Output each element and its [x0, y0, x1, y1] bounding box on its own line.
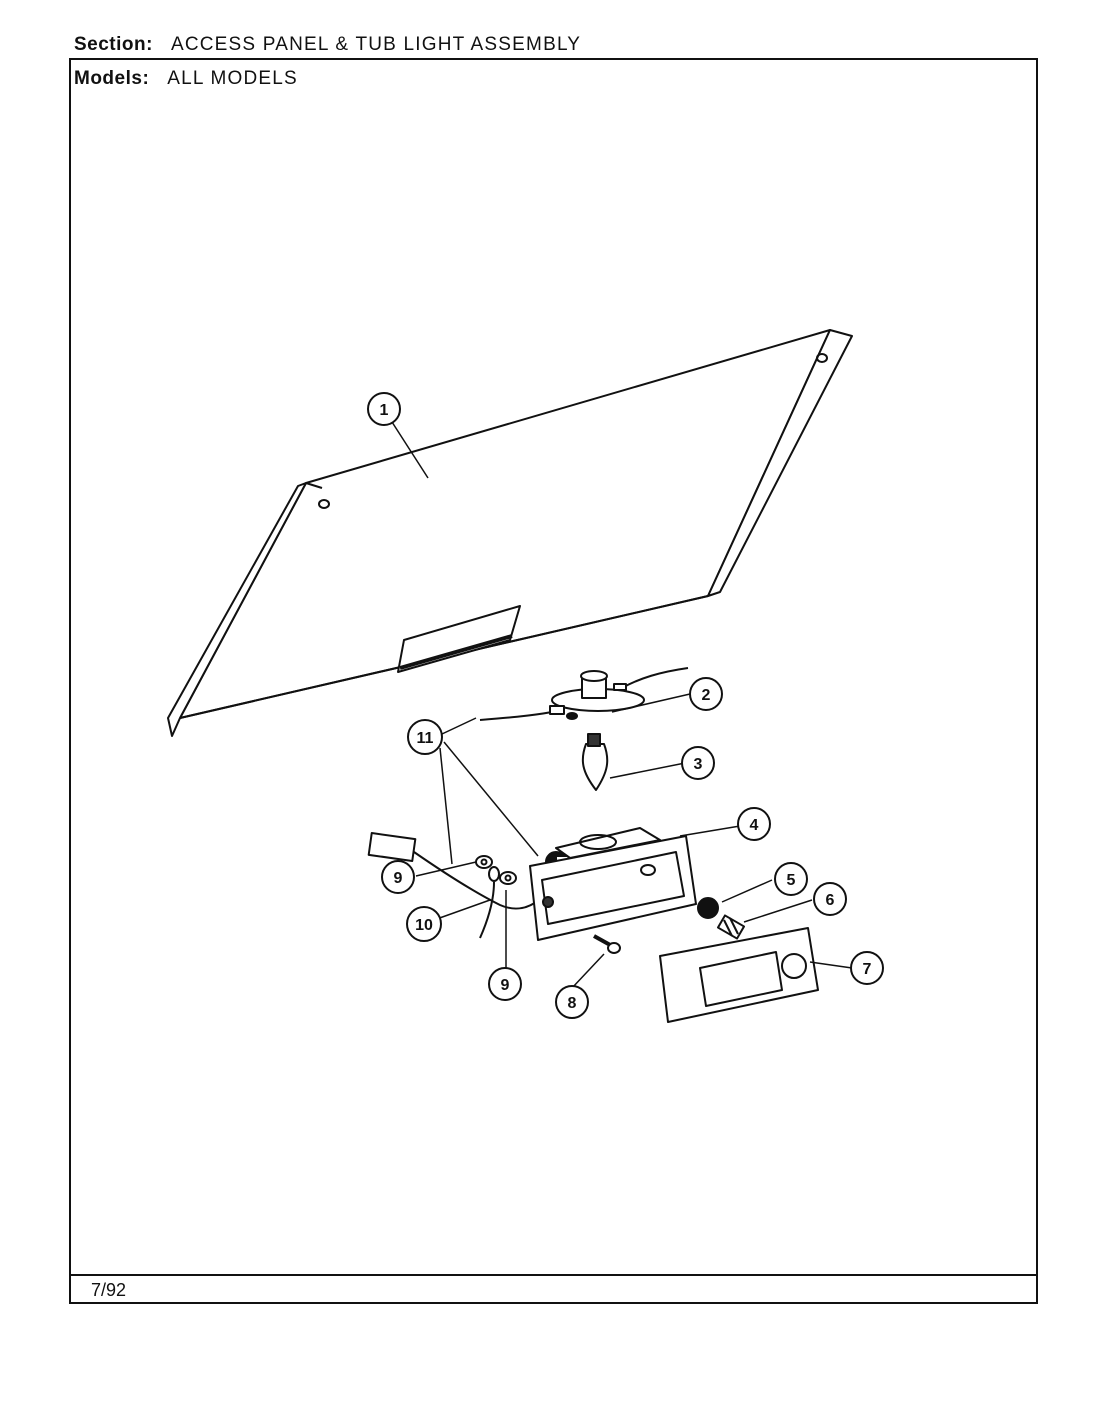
callout-8: 8 — [555, 985, 589, 1019]
models-label: Models: — [74, 68, 150, 89]
spring — [716, 914, 746, 940]
hex-nut-upper — [475, 855, 493, 869]
svg-text:1: 1 — [380, 402, 389, 419]
svg-text:5: 5 — [787, 872, 796, 889]
ground-wire — [479, 866, 500, 939]
models-value: ALL MODELS — [167, 68, 298, 89]
callout-5: 5 — [774, 862, 808, 896]
callout-10: 10 — [406, 906, 442, 942]
svg-text:8: 8 — [568, 995, 577, 1012]
svg-text:11: 11 — [417, 730, 434, 747]
callout-11: 11 — [407, 719, 443, 755]
svg-text:10: 10 — [415, 917, 433, 934]
svg-text:9: 9 — [394, 870, 403, 887]
diagram-frame: 7/92 — [69, 58, 1038, 1304]
svg-text:3: 3 — [694, 756, 703, 773]
footer-divider — [71, 1274, 1036, 1276]
callout-3: 3 — [681, 746, 715, 780]
callout-7: 7 — [850, 951, 884, 985]
grommet — [697, 897, 719, 919]
section-title: ACCESS PANEL & TUB LIGHT ASSEMBLY — [170, 34, 582, 55]
callout-1: 1 — [367, 392, 401, 426]
svg-text:9: 9 — [501, 977, 510, 994]
svg-text:2: 2 — [702, 687, 711, 704]
callouts: 1 2 3 4 5 6 7 8 9 9 10 11 — [367, 392, 884, 1019]
access-panel — [167, 329, 853, 737]
svg-text:7: 7 — [863, 961, 872, 978]
callout-9-upper: 9 — [381, 860, 415, 894]
models-heading: Models: ALL MODELS — [74, 68, 298, 90]
hex-nut-lower — [499, 871, 517, 885]
callout-4: 4 — [737, 807, 771, 841]
section-heading: Section: ACCESS PANEL & TUB LIGHT ASSEMBL… — [74, 34, 581, 56]
lamp-housing — [529, 827, 697, 941]
lamp-socket — [551, 667, 689, 720]
svg-text:4: 4 — [750, 817, 759, 834]
lens-cover — [659, 927, 819, 1023]
callout-6: 6 — [813, 882, 847, 916]
light-bulb — [581, 733, 609, 791]
revision-date: 7/92 — [91, 1280, 127, 1300]
callout-2: 2 — [689, 677, 723, 711]
svg-text:6: 6 — [826, 892, 835, 909]
screw — [593, 934, 621, 954]
leader-lines — [391, 421, 853, 989]
callout-9-lower: 9 — [488, 967, 522, 1001]
section-label: Section: — [74, 34, 153, 55]
